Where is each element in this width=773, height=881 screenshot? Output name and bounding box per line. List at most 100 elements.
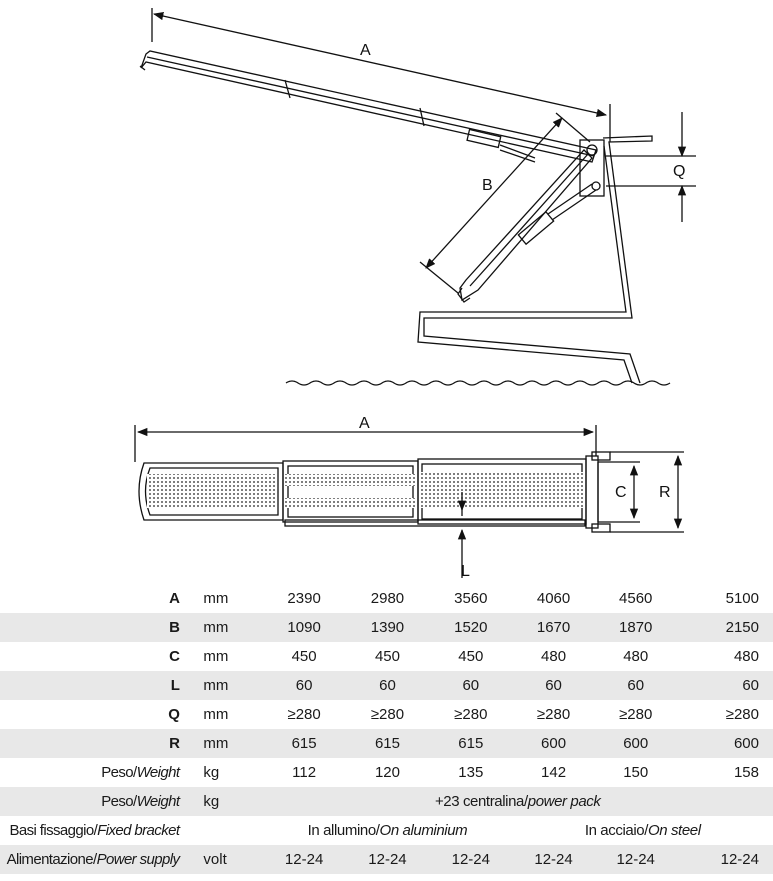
- row-label: Alimentazione/: [6, 851, 98, 868]
- cell-value: 600: [623, 735, 649, 752]
- cell-value: 3560: [454, 590, 488, 607]
- label-a-side: A: [360, 42, 371, 59]
- side-view: [139, 8, 696, 386]
- row-unit: mm: [203, 619, 229, 636]
- cell-value: 1670: [536, 619, 571, 636]
- cell-value: ≥280: [619, 706, 653, 723]
- cell-value: 158: [733, 764, 759, 781]
- row-label: C: [169, 648, 180, 665]
- row-unit: volt: [203, 851, 227, 868]
- cell-value: 5100: [725, 590, 759, 607]
- label-a-top: A: [359, 415, 370, 432]
- weight-extra-row: Peso/Weight kg +23 centralina/power pack: [0, 787, 773, 816]
- row-label-en: Fixed bracket: [97, 822, 180, 839]
- cell-value: 12-24: [284, 851, 324, 868]
- row-label: Peso/: [101, 793, 137, 810]
- cell-value: 150: [623, 764, 649, 781]
- dimension-b-line: [425, 117, 563, 269]
- label-r: R: [659, 484, 671, 501]
- row-label-en: Power supply: [96, 851, 180, 868]
- cell-value: 1390: [370, 619, 405, 636]
- power-pack-note: +23 centralina/power pack: [434, 793, 601, 810]
- cell-value: 615: [374, 735, 400, 752]
- cell-value: 12-24: [534, 851, 573, 868]
- row-unit: kg: [203, 764, 220, 781]
- cell-value: 2390: [287, 590, 321, 607]
- cell-value: ≥280: [454, 706, 488, 723]
- cell-value: 615: [458, 735, 484, 752]
- row-unit: mm: [203, 648, 229, 665]
- cell-value: 112: [292, 764, 317, 781]
- tube-middle: [282, 460, 419, 523]
- cell-value: 142: [541, 764, 567, 781]
- power-row: Alimentazione/Power supply volt 12-24 12…: [0, 845, 773, 874]
- cell-value: ≥280: [370, 706, 405, 723]
- cell-value: 480: [623, 648, 649, 665]
- label-b: B: [482, 177, 493, 194]
- cell-value: 600: [733, 735, 759, 752]
- pivot-lower: [591, 181, 601, 191]
- cell-value: 2980: [370, 590, 405, 607]
- cell-value: 2150: [725, 619, 759, 636]
- cell-value: 60: [295, 677, 313, 694]
- row-label-en: Weight: [136, 793, 180, 810]
- cell-value: 135: [458, 764, 484, 781]
- pivot-upper: [586, 144, 598, 156]
- row-label: Peso/Weight: [101, 764, 180, 781]
- top-view: [134, 425, 684, 578]
- upper-cylinder: [466, 128, 502, 149]
- cell-value: 1520: [454, 619, 488, 636]
- label-l: L: [461, 563, 470, 580]
- row-unit: mm: [203, 590, 229, 607]
- cell-value: 12-24: [451, 851, 490, 868]
- row-label: L: [170, 677, 180, 694]
- row-label: B: [169, 619, 180, 636]
- cell-value: 615: [291, 735, 317, 752]
- water-line: [285, 380, 671, 386]
- row-unit: mm: [203, 706, 229, 723]
- bottom-rail: [284, 519, 586, 527]
- cell-value: 12-24: [368, 851, 407, 868]
- cell-value: 450: [458, 648, 484, 665]
- label-c: C: [615, 484, 627, 501]
- tube-outer: [138, 462, 284, 521]
- cell-value: ≥280: [287, 706, 321, 723]
- row-label: Q: [168, 706, 180, 723]
- cell-value: 600: [541, 735, 567, 752]
- cell-value: 120: [374, 764, 400, 781]
- cell-value: 60: [379, 677, 396, 694]
- cell-value: 1090: [287, 619, 321, 636]
- label-q: Q: [673, 163, 685, 180]
- cell-value: 450: [291, 648, 317, 665]
- cell-value: 60: [742, 677, 759, 694]
- row-label: R: [169, 735, 180, 752]
- cell-value: 480: [733, 648, 759, 665]
- cell-value: 60: [545, 677, 562, 694]
- cell-value: ≥280: [536, 706, 571, 723]
- dimension-a-line: [152, 11, 608, 118]
- hull-profile: [423, 135, 653, 384]
- cell-value: 12-24: [616, 851, 655, 868]
- technical-drawing: A B Q: [134, 8, 696, 580]
- cell-value: 1870: [619, 619, 653, 636]
- bracket-steel: In acciaio/On steel: [584, 822, 701, 839]
- row-label: Basi fissaggio/: [9, 822, 98, 839]
- cell-value: 12-24: [720, 851, 759, 868]
- cell-value: 60: [462, 677, 480, 694]
- row-unit: mm: [203, 677, 229, 694]
- table-row: Peso/Weight kg 112 120 135 142 150 158: [0, 758, 773, 787]
- row-unit: mm: [203, 735, 229, 752]
- cell-value: 450: [374, 648, 400, 665]
- cell-value: ≥280: [725, 706, 759, 723]
- boom-outer: [140, 50, 597, 163]
- bracket-row: Basi fissaggio/Fixed bracket In allumino…: [0, 816, 773, 845]
- row-unit: kg: [203, 793, 220, 810]
- cell-value: 4560: [619, 590, 653, 607]
